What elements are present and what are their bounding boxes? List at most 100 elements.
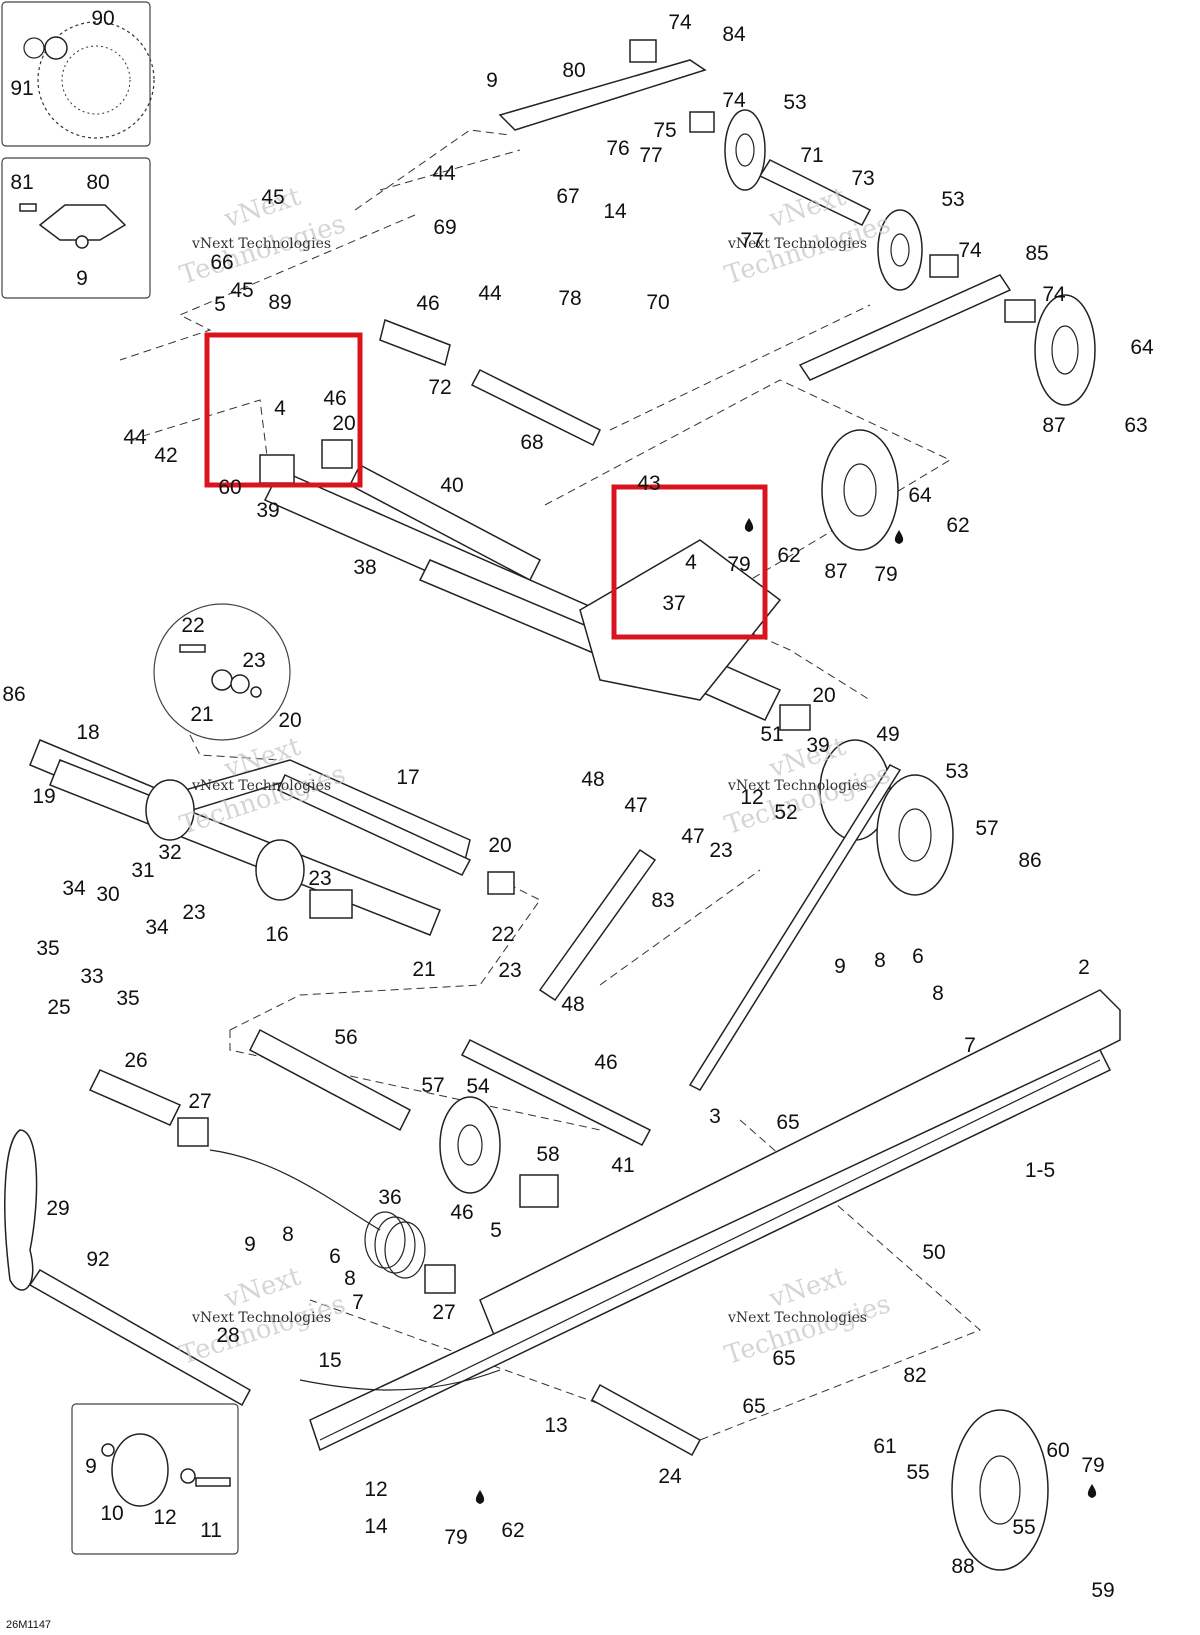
callout-74: 74 [1042,283,1066,306]
callout-64: 64 [908,484,932,507]
callout-23: 23 [308,867,331,890]
callout-52: 52 [774,801,797,824]
callout-27: 27 [188,1090,211,1113]
callout-1-5: 1-5 [1025,1159,1055,1182]
callout-92: 92 [86,1248,109,1271]
callout-56: 56 [334,1026,357,1049]
callout-34: 34 [145,916,169,939]
callout-62: 62 [777,544,800,567]
callout-45: 45 [261,186,284,209]
callout-79: 79 [444,1526,467,1549]
callout-86: 86 [1018,849,1041,872]
callout-13: 13 [544,1414,567,1437]
callout-67: 67 [556,185,579,208]
callout-50: 50 [922,1241,945,1264]
callout-44: 44 [478,282,502,305]
callout-9: 9 [85,1455,97,1478]
callout-80: 80 [562,59,585,82]
callout-49: 49 [876,723,899,746]
callout-19: 19 [32,785,55,808]
callout-32: 32 [158,841,181,864]
callout-71: 71 [800,144,823,167]
callout-30: 30 [96,883,119,906]
callout-54: 54 [466,1075,490,1098]
callout-5: 5 [214,293,226,316]
callout-14: 14 [603,200,627,223]
callout-26: 26 [124,1049,147,1072]
callout-25: 25 [47,996,70,1019]
callout-29: 29 [46,1197,69,1220]
callout-36: 36 [378,1186,401,1209]
callout-74: 74 [722,89,746,112]
callout-22: 22 [491,923,514,946]
callout-39: 39 [256,499,279,522]
callout-48: 48 [581,768,604,791]
callout-51: 51 [760,723,783,746]
callout-61: 61 [873,1435,896,1458]
callout-76: 76 [606,137,629,160]
callout-35: 35 [36,937,59,960]
callout-46: 46 [416,292,439,315]
callout-77: 77 [740,229,763,252]
watermark-text: vNext Technologies [727,778,867,794]
callout-20: 20 [488,834,511,857]
wheels [457,133,1079,1571]
callout-44: 44 [432,162,456,185]
callout-12: 12 [153,1506,176,1529]
watermark-text: vNext Technologies [727,1310,867,1326]
callout-53: 53 [945,760,968,783]
watermark-text: vNext Technologies [191,236,331,252]
callout-57: 57 [421,1074,444,1097]
callout-24: 24 [658,1465,682,1488]
callout-5: 5 [490,1219,502,1242]
callout-2: 2 [1078,956,1090,979]
callout-65: 65 [742,1395,765,1418]
callout-35: 35 [116,987,139,1010]
spring [209,1149,426,1279]
callout-69: 69 [433,216,456,239]
callout-20: 20 [332,412,355,435]
callout-8: 8 [282,1223,294,1246]
callout-46: 46 [323,387,346,410]
callout-8: 8 [344,1267,356,1290]
callout-31: 31 [131,859,154,882]
callout-74: 74 [668,11,692,34]
callout-38: 38 [353,556,376,579]
lubricant-icons [475,518,1097,1504]
callout-66: 66 [210,251,233,274]
inset-box-9-12 [71,1403,239,1555]
callout-87: 87 [824,560,847,583]
callout-62: 62 [946,514,969,537]
callout-89: 89 [268,291,291,314]
callout-78: 78 [558,287,581,310]
callout-43: 43 [637,472,660,495]
watermark-text: vNext Technologies [191,778,331,794]
callout-17: 17 [396,766,419,789]
callout-59: 59 [1091,1579,1114,1602]
callout-11: 11 [200,1519,222,1542]
inset-parts [19,21,262,1507]
oil-drop-icon [894,530,904,544]
callout-12: 12 [740,786,763,809]
callout-75: 75 [653,119,676,142]
callout-91: 91 [10,77,33,100]
callout-23: 23 [498,959,521,982]
callout-33: 33 [80,965,103,988]
callout-34: 34 [62,877,86,900]
callout-23: 23 [182,901,205,924]
callout-9: 9 [834,955,846,978]
inset-box-80-81 [1,157,151,299]
callout-81: 81 [10,171,33,194]
callout-14: 14 [364,1515,388,1538]
callout-16: 16 [265,923,288,946]
callout-4: 4 [274,397,286,420]
callout-39: 39 [806,734,829,757]
callout-88: 88 [951,1555,974,1578]
callout-86: 86 [2,683,25,706]
callout-53: 53 [941,188,964,211]
callout-23: 23 [242,649,265,672]
callout-7: 7 [964,1034,976,1057]
callout-27: 27 [432,1301,455,1324]
callout-8: 8 [932,982,944,1005]
callout-72: 72 [428,376,451,399]
